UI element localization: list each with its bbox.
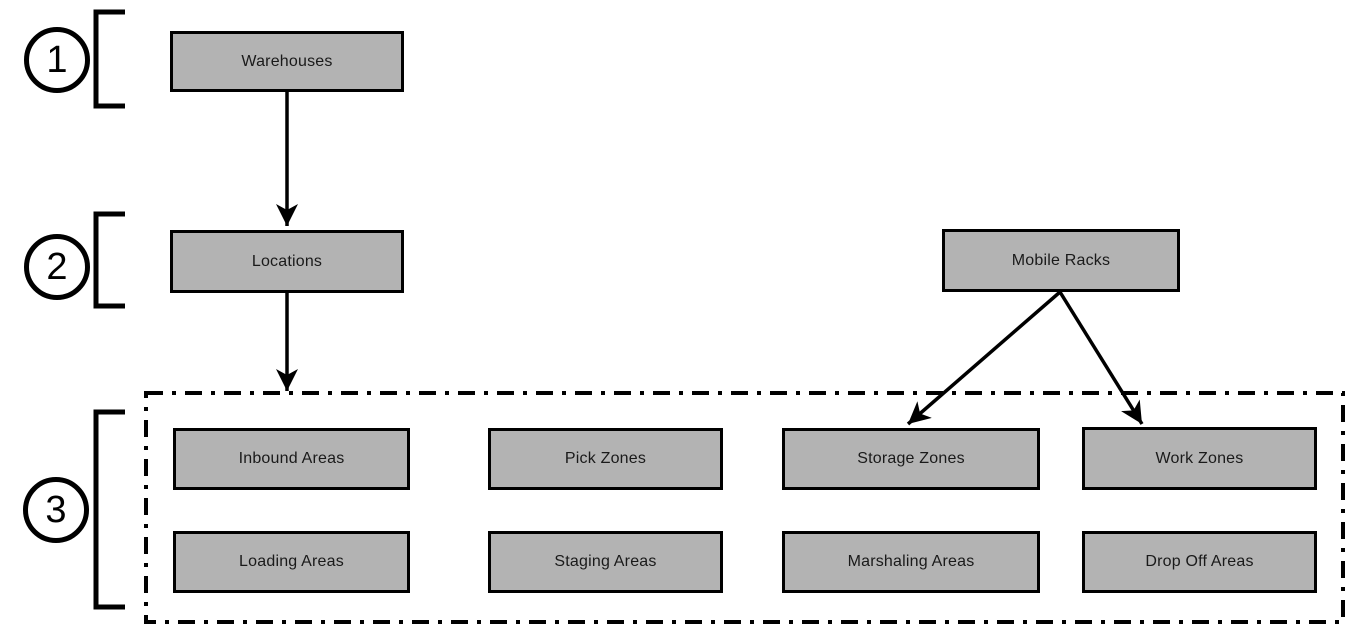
node-marshaling-areas: Marshaling Areas bbox=[782, 531, 1040, 593]
level-2-number: 2 bbox=[46, 246, 68, 288]
node-mobile-racks: Mobile Racks bbox=[942, 229, 1180, 292]
node-inbound-areas: Inbound Areas bbox=[173, 428, 410, 490]
arrow-mobile-racks-to-work-zones bbox=[1058, 291, 1144, 425]
node-storage-zones: Storage Zones bbox=[782, 428, 1040, 490]
arrow-mobile-racks-to-storage-zones bbox=[906, 290, 1062, 426]
node-loading-areas: Loading Areas bbox=[173, 531, 410, 593]
node-locations: Locations bbox=[170, 230, 404, 293]
level-3-bracket bbox=[93, 409, 125, 610]
level-1-badge: 1 bbox=[24, 27, 90, 93]
node-warehouses: Warehouses bbox=[170, 31, 404, 92]
node-pick-zones: Pick Zones bbox=[488, 428, 723, 490]
level-2-badge: 2 bbox=[24, 234, 90, 300]
node-drop-off-areas: Drop Off Areas bbox=[1082, 531, 1317, 593]
node-staging-areas: Staging Areas bbox=[488, 531, 723, 593]
node-work-zones: Work Zones bbox=[1082, 427, 1317, 490]
level-2-bracket bbox=[93, 211, 125, 309]
level-1-bracket bbox=[93, 9, 125, 109]
level-1-number: 1 bbox=[46, 39, 68, 81]
level-3-badge: 3 bbox=[23, 477, 89, 543]
level-3-number: 3 bbox=[45, 489, 67, 531]
